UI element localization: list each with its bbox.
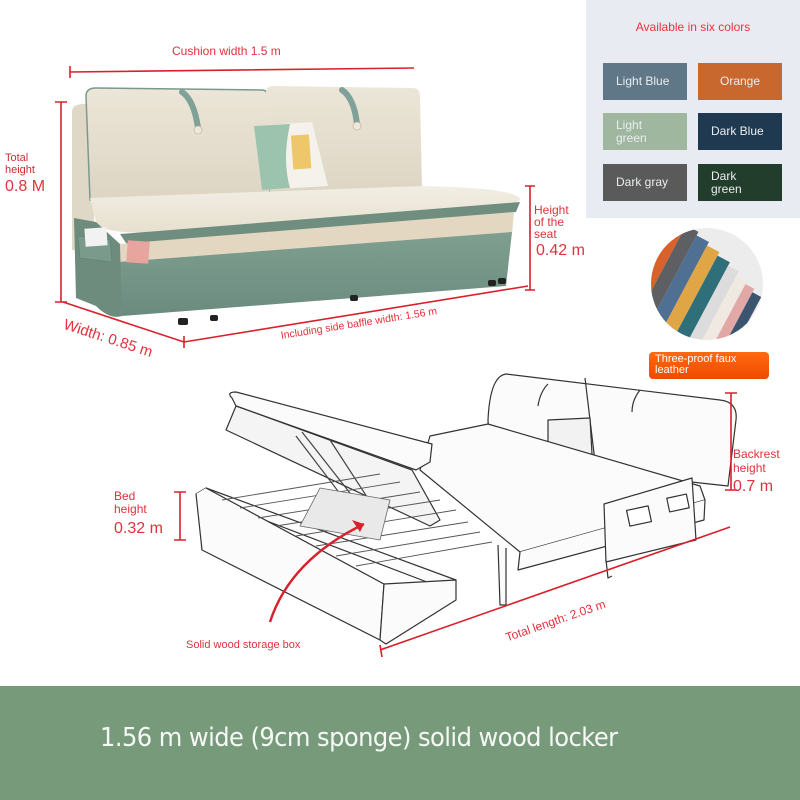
- leather-sample-image: [651, 228, 763, 340]
- bed-height-label-line2: height: [114, 502, 147, 516]
- swatch-label: Orange: [719, 74, 761, 88]
- bed-height-label-line1: Bed: [114, 489, 136, 503]
- fabric-rolls-icon: [651, 228, 762, 340]
- total-height-label-line2: height: [5, 164, 35, 176]
- swatch-label: Dark gray: [616, 175, 669, 189]
- seat-height-label-line1: Height: [534, 203, 569, 217]
- cushion-width-label: Cushion width 1.5 m: [172, 44, 281, 58]
- swatch-orange[interactable]: Orange: [698, 63, 782, 100]
- swatch-label: Light Blue: [616, 74, 670, 88]
- swatch-dark-blue[interactable]: Dark Blue: [698, 113, 782, 150]
- backrest-height-value: 0.7 m: [733, 478, 774, 495]
- seat-height-value: 0.42 m: [536, 242, 585, 259]
- swatch-dark-gray[interactable]: Dark gray: [603, 164, 687, 201]
- swatch-label: Dark green: [711, 168, 742, 196]
- swatch-label: Dark Blue: [711, 124, 764, 138]
- total-height-value: 0.8 M: [5, 178, 46, 195]
- backrest-height-label-line2: height: [733, 461, 766, 475]
- bed-height-value: 0.32 m: [114, 520, 163, 537]
- swatch-light-blue[interactable]: Light Blue: [603, 63, 687, 100]
- backrest-height-label-line1: Backrest: [733, 447, 780, 461]
- seat-height-label-line2: of the: [534, 215, 565, 229]
- swatch-light-green[interactable]: Light green: [603, 113, 687, 150]
- color-panel-title: Available in six colors: [635, 20, 751, 34]
- swatch-label: Light green: [616, 117, 647, 145]
- sofa-product-image: [55, 66, 535, 348]
- total-height-label-line1: Total: [5, 152, 29, 164]
- banner-text: 1.56 m wide (9cm sponge) solid wood lock…: [100, 723, 618, 753]
- storage-box-callout: Solid wood storage box: [186, 639, 301, 651]
- seat-height-label-line3: seat: [534, 227, 557, 241]
- color-options-panel: Available in six colors Light Blue Orang…: [586, 0, 800, 218]
- sofa-bed-diagram: [174, 373, 737, 658]
- three-proof-leather-badge: Three-proof faux leather: [649, 352, 769, 379]
- feature-banner: [0, 686, 800, 800]
- swatch-dark-green[interactable]: Dark green: [698, 164, 782, 201]
- badge-text: Three-proof faux leather: [655, 353, 737, 376]
